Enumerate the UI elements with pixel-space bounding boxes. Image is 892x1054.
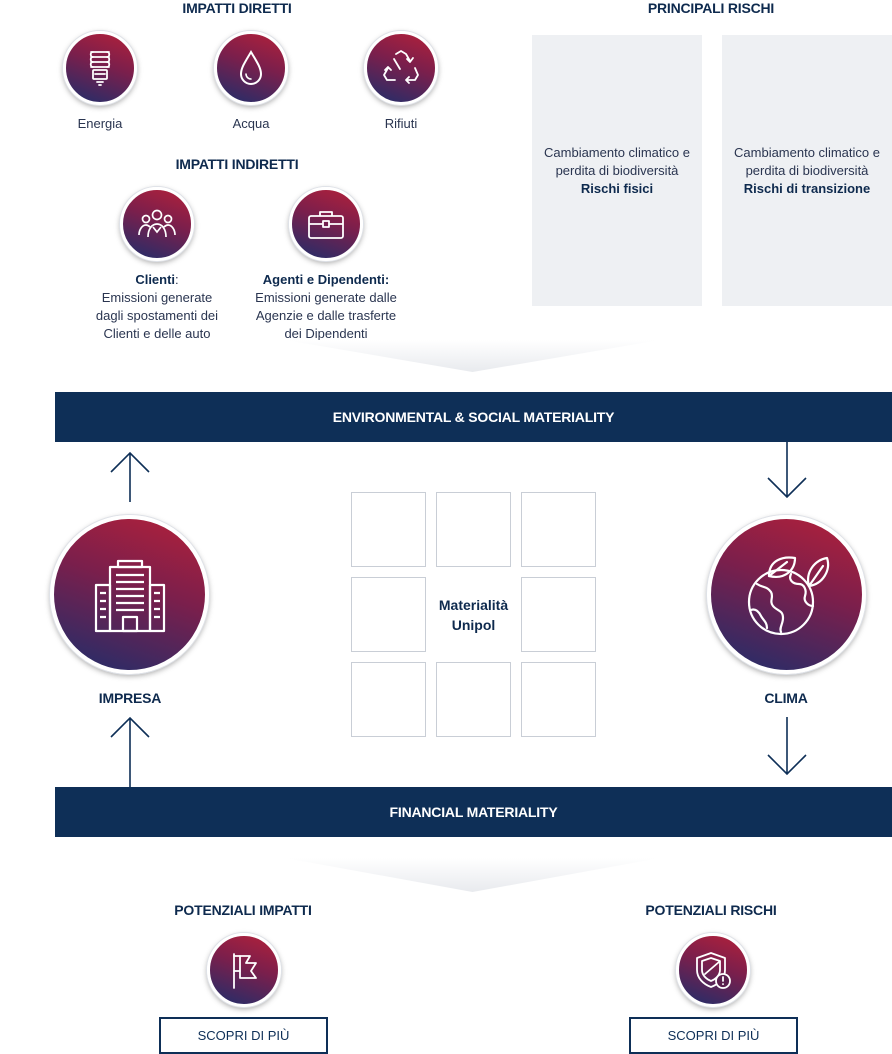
agents-line-1: Emissioni generate dalle <box>255 290 397 305</box>
transition-risk-title: Rischi di transizione <box>743 181 871 196</box>
flag-icon <box>233 953 257 989</box>
agents-line-2: Agenzie e dalle trasferte <box>255 308 397 323</box>
clients-line-2: dagli spostamenti dei <box>95 308 219 323</box>
arrow-down-icon <box>767 442 807 499</box>
lightbulb-icon <box>89 51 111 86</box>
agents-title: Agenti e Dipendenti: <box>262 272 390 287</box>
briefcase-icon <box>308 211 344 239</box>
indirect-impacts-heading: IMPATTI INDIRETTI <box>175 156 299 172</box>
clima-label: CLIMA <box>764 690 808 706</box>
clients-line-3: Clienti e delle auto <box>103 326 211 341</box>
building-icon <box>94 559 165 632</box>
potential-risks-more-button[interactable]: SCOPRI DI PIÙ <box>629 1017 798 1054</box>
environmental-social-materiality-bar: ENVIRONMENTAL & SOCIAL MATERIALITY <box>55 392 892 442</box>
transition-risk-line-2: perdita di biodiversità <box>745 163 869 178</box>
matrix-cell <box>521 662 596 737</box>
physical-risk-card: Cambiamento climatico e perdita di biodi… <box>532 35 702 306</box>
impresa-label: IMPRESA <box>98 690 162 706</box>
matrix-label-line-1: Materialità <box>438 596 509 613</box>
agents-circle <box>289 187 363 261</box>
agents-description: Agenti e Dipendenti: Emissioni generate … <box>236 271 416 343</box>
transition-risk-line-1: Cambiamento climatico e <box>734 145 880 160</box>
direct-impacts-heading: IMPATTI DIRETTI <box>182 0 292 16</box>
potential-impacts-circle <box>207 933 281 1007</box>
physical-risk-title: Rischi fisici <box>580 181 654 196</box>
people-group-icon <box>138 209 176 238</box>
impresa-circle <box>50 515 209 674</box>
arrow-up-icon <box>110 451 150 502</box>
potential-impacts-more-button[interactable]: SCOPRI DI PIÙ <box>159 1017 328 1054</box>
globe-leaf-icon <box>747 555 829 635</box>
matrix-label-line-2: Unipol <box>451 616 496 633</box>
top-funnel-shape <box>285 340 660 372</box>
matrix-center-label: Materialità Unipol <box>436 577 511 652</box>
matrix-cell <box>521 577 596 652</box>
matrix-cell <box>351 492 426 567</box>
physical-risk-line-2: perdita di biodiversità <box>555 163 679 178</box>
clima-circle <box>707 515 866 674</box>
energy-circle <box>63 31 137 105</box>
agents-line-3: dei Dipendenti <box>284 326 368 341</box>
arrow-down-icon-lower <box>767 717 807 776</box>
clients-description: Clienti: Emissioni generate dagli sposta… <box>72 271 242 343</box>
clients-line-1: Emissioni generate <box>101 290 213 305</box>
arrow-up-icon-lower <box>110 716 150 787</box>
matrix-cell <box>351 577 426 652</box>
waste-circle <box>364 31 438 105</box>
matrix-cell <box>521 492 596 567</box>
shield-alert-icon <box>696 952 731 989</box>
potential-impacts-heading: POTENZIALI IMPATTI <box>174 902 312 918</box>
transition-risk-card: Cambiamento climatico e perdita di biodi… <box>722 35 892 306</box>
financial-materiality-bar: FINANCIAL MATERIALITY <box>55 787 892 837</box>
clients-title-suffix: : <box>175 272 179 287</box>
potential-risks-heading: POTENZIALI RISCHI <box>645 902 777 918</box>
potential-risks-circle <box>676 933 750 1007</box>
energy-label: Energia <box>77 116 123 131</box>
recycle-icon <box>383 50 419 84</box>
physical-risk-line-1: Cambiamento climatico e <box>544 145 690 160</box>
matrix-cell <box>436 492 511 567</box>
matrix-cell <box>351 662 426 737</box>
clients-title: Clienti <box>135 272 176 287</box>
bottom-funnel-shape <box>285 858 660 892</box>
matrix-cell <box>436 662 511 737</box>
waste-label: Rifiuti <box>384 116 418 131</box>
water-drop-icon <box>239 50 263 85</box>
main-risks-heading: PRINCIPALI RISCHI <box>647 0 775 16</box>
clients-circle <box>120 187 194 261</box>
water-circle <box>214 31 288 105</box>
water-label: Acqua <box>232 116 270 131</box>
